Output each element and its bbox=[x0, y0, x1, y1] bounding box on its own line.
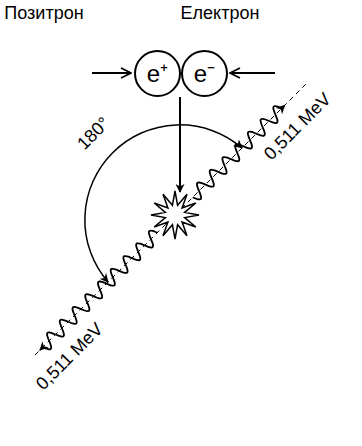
energy-label: 0,511 MeV bbox=[261, 90, 336, 165]
particle-name: Позитрон bbox=[4, 4, 83, 24]
down-arrow bbox=[179, 97, 181, 192]
particle-circle: e⁻ bbox=[181, 50, 228, 97]
photon-waves bbox=[35, 84, 306, 355]
particle-circle: e⁺ bbox=[134, 50, 181, 97]
photon-axis bbox=[35, 84, 306, 355]
incoming-arrow bbox=[230, 72, 275, 74]
annihilation-burst bbox=[151, 191, 199, 239]
particle-symbol: e⁻ bbox=[194, 62, 215, 86]
angle-label: 180° bbox=[74, 114, 114, 154]
particle-name: Електрон bbox=[181, 4, 260, 24]
photon-arrow bbox=[282, 105, 285, 108]
particle-symbol: e⁺ bbox=[147, 62, 168, 86]
energy-label: 0,511 MeV bbox=[33, 320, 108, 395]
incoming-arrow bbox=[92, 72, 131, 74]
angle-arc bbox=[85, 125, 242, 282]
photon-arrow bbox=[40, 347, 43, 350]
